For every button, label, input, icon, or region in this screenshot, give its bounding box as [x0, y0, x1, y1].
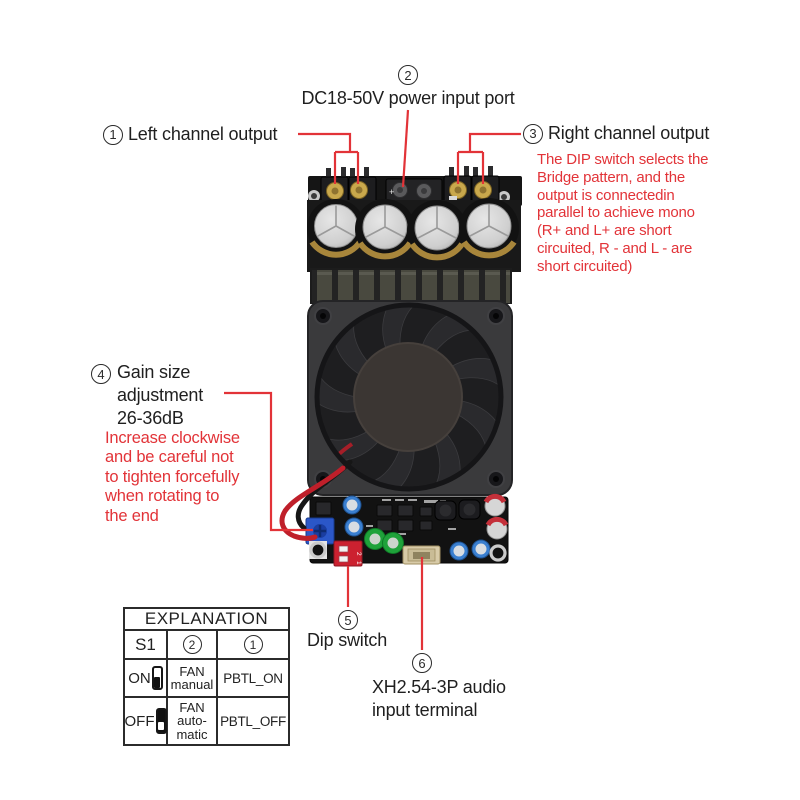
cell-fan-automatic: FAN auto- matic [166, 696, 218, 746]
fan-wires [279, 459, 353, 541]
circled-number-5: 5 [338, 610, 358, 630]
callout-line-power [401, 109, 410, 188]
dip-switch-label: Dip switch [307, 630, 388, 650]
small-blue-capacitors [342, 495, 491, 561]
right-output-note: The DIP switch selects the Bridge patter… [537, 151, 709, 275]
gain-note: Increase clockwise and be careful not to… [105, 429, 240, 525]
column-header-s1: S1 [123, 629, 168, 660]
table-row: OFF FAN auto- matic PBTL_OFF [123, 696, 291, 746]
table-row: ON FAN manual PBTL_ON [123, 658, 291, 698]
circled-number-2-header: 2 [182, 635, 202, 654]
on-label: ON [128, 669, 151, 687]
svg-text:1: 1 [355, 561, 362, 565]
fan-hub [354, 343, 462, 451]
cell-pbtl-on: PBTL_ON [215, 658, 291, 698]
gain-label: Gain size adjustment 26-36dB [117, 362, 204, 428]
cell-on: ON [123, 658, 168, 698]
right-output-label: Right channel output [548, 123, 710, 143]
cell-pbtl-off: PBTL_OFF [215, 696, 291, 746]
dip-switch-off-icon [155, 708, 167, 734]
xh-audio-connector [402, 545, 441, 565]
circled-number-4: 4 [91, 364, 111, 384]
svg-text:2: 2 [355, 552, 362, 556]
cell-fan-manual: FAN manual [166, 658, 218, 698]
dip-switch: 2 1 [333, 540, 363, 567]
audio-input-label: XH2.54-3P audio input terminal [372, 677, 506, 720]
cooling-fan [307, 300, 513, 496]
green-capacitors [364, 528, 404, 554]
right-channel-terminals [443, 166, 500, 203]
power-input-label: DC18-50V power input port [301, 88, 515, 108]
column-header-pbtl: 1 [215, 629, 291, 660]
callout-gain: 4 [91, 364, 111, 384]
mounting-holes [309, 541, 507, 562]
power-input-terminal: + [385, 178, 457, 203]
table-title: EXPLANATION [122, 607, 291, 631]
callout-line-gain [224, 391, 313, 532]
explanation-table: EXPLANATION S1 2 1 ON FAN manual PBTL_ON… [122, 607, 291, 746]
heatsink-fins [310, 268, 512, 304]
circled-number-2: 2 [398, 65, 418, 85]
amplifier-board-photo: + [279, 166, 522, 567]
callout-audio-input: 6 [412, 653, 432, 673]
circled-number-3: 3 [523, 123, 543, 144]
circled-number-1-header: 1 [243, 635, 263, 654]
callout-right-output: 3 Right channel output [523, 123, 709, 144]
filter-capacitors [307, 198, 519, 261]
circled-number-6: 6 [412, 653, 432, 673]
callout-power: 2 [398, 65, 418, 85]
callout-line-right-output [456, 132, 521, 184]
callout-line-left-output [298, 132, 360, 184]
svg-text:+: + [389, 187, 394, 197]
left-output-label: Left channel output [128, 124, 278, 144]
circled-number-1: 1 [103, 124, 123, 145]
off-label: OFF [124, 712, 155, 730]
column-header-fan: 2 [166, 629, 218, 660]
dip-switch-on-icon [151, 666, 163, 690]
inductors [434, 499, 481, 521]
ic-chips [315, 501, 433, 532]
callout-left-output: 1 Left channel output [103, 124, 278, 145]
small-red-capacitors [483, 493, 509, 540]
cell-off: OFF [123, 696, 168, 746]
callout-dip-switch: 5 [338, 610, 358, 630]
